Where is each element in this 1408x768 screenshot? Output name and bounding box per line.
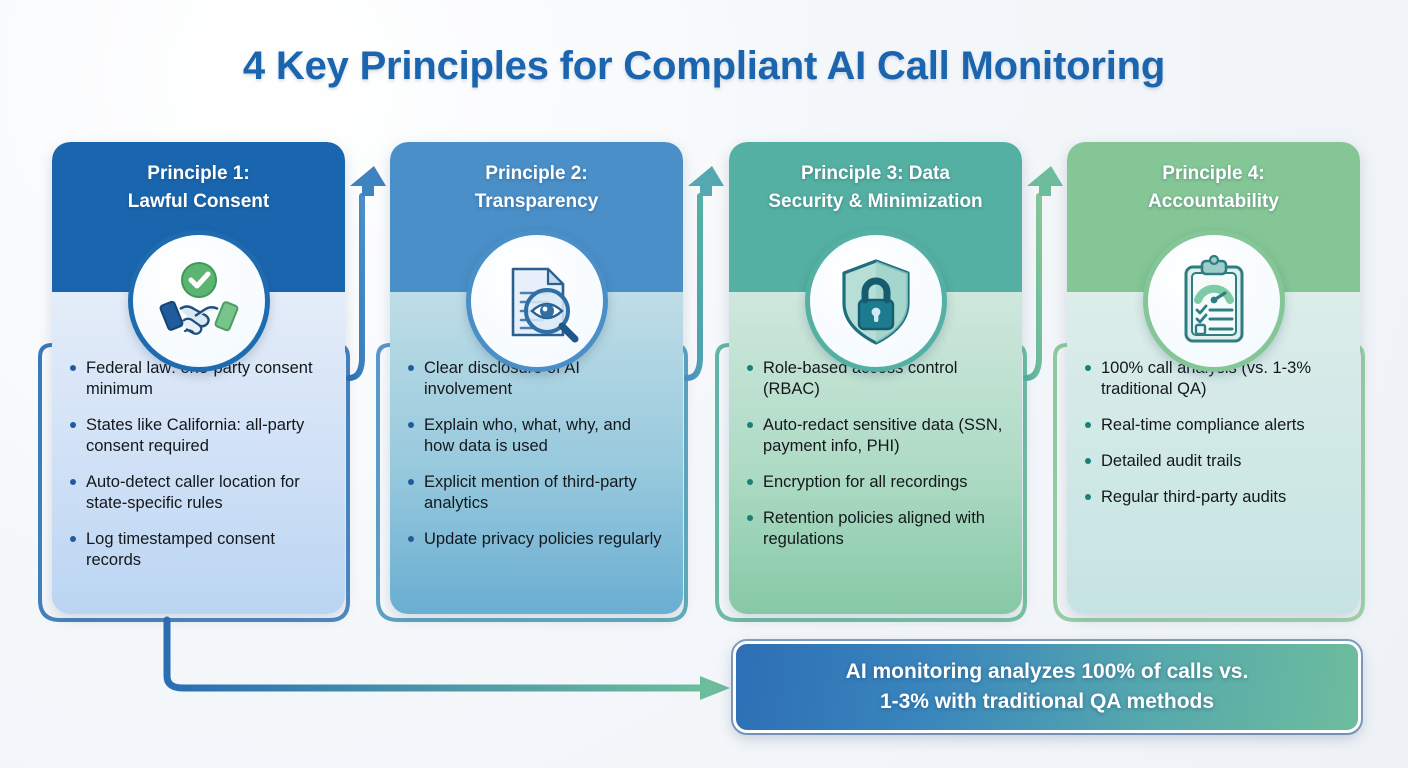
card-2-title-line1: Principle 2: [485,163,588,184]
summary-line1: AI monitoring analyzes 100% of calls vs. [845,660,1249,683]
list-item: Detailed audit trails [1083,451,1342,472]
card-principle-2[interactable]: Principle 2: Transparency [390,142,683,614]
card-2-bullet-list: Clear disclosure of AI involvement Expla… [406,358,665,550]
list-item: States like California: all-party consen… [68,415,327,457]
handshake-check-icon [127,230,270,372]
card-3-title-line1: Principle 3: Data [801,163,950,184]
list-item: Regular third-party audits [1083,487,1342,508]
document-magnifier-eye-icon [465,230,608,372]
card-4-title-line2: Accountability [1148,191,1279,212]
card-1-bullet-list: Federal law: one-party consent minimum S… [68,358,327,571]
card-4-header: Principle 4: Accountability [1067,142,1360,292]
page-title: 4 Key Principles for Compliant AI Call M… [242,44,1166,88]
list-item: Auto-redact sensitive data (SSN, payment… [745,415,1004,457]
card-principle-3[interactable]: Principle 3: Data Security & Minimizatio… [729,142,1022,614]
card-2-title: Principle 2: Transparency [412,160,662,216]
list-item: Explicit mention of third-party analytic… [406,472,665,514]
card-4-bullet-list: 100% call analysis (vs. 1-3% traditional… [1083,358,1342,508]
card-4-title-line1: Principle 4: [1162,163,1265,184]
card-2-title-line2: Transparency [474,191,599,212]
clipboard-gauge-checklist-icon [1142,230,1285,372]
summary-banner: AI monitoring analyzes 100% of calls vs.… [731,639,1363,735]
summary-banner-text: AI monitoring analyzes 100% of calls vs.… [757,657,1337,717]
list-item: Real-time compliance alerts [1083,415,1342,436]
list-item: Auto-detect caller location for state-sp… [68,472,327,514]
card-1-title: Principle 1: Lawful Consent [74,160,324,216]
shield-lock-icon [804,230,947,372]
card-3-title-line2: Security & Minimization [768,191,983,212]
card-principle-4[interactable]: Principle 4: Accountability [1067,142,1360,614]
list-item: Retention policies aligned with regulati… [745,508,1004,550]
card-3-title: Principle 3: Data Security & Minimizatio… [751,160,1001,216]
card-principle-1[interactable]: Principle 1: Lawful Consent Federal law:… [52,142,345,614]
card-1-title-line1: Principle 1: [147,163,250,184]
card-3-bullet-list: Role-based access control (RBAC) Auto-re… [745,358,1004,550]
summary-line2: 1-3% with traditional QA methods [879,690,1215,713]
card-4-title: Principle 4: Accountability [1089,160,1339,216]
list-item: Explain who, what, why, and how data is … [406,415,665,457]
list-item: Encryption for all recordings [745,472,1004,493]
list-item: Log timestamped consent records [68,529,327,571]
list-item: Update privacy policies regularly [406,529,665,550]
card-1-title-line2: Lawful Consent [127,191,270,212]
